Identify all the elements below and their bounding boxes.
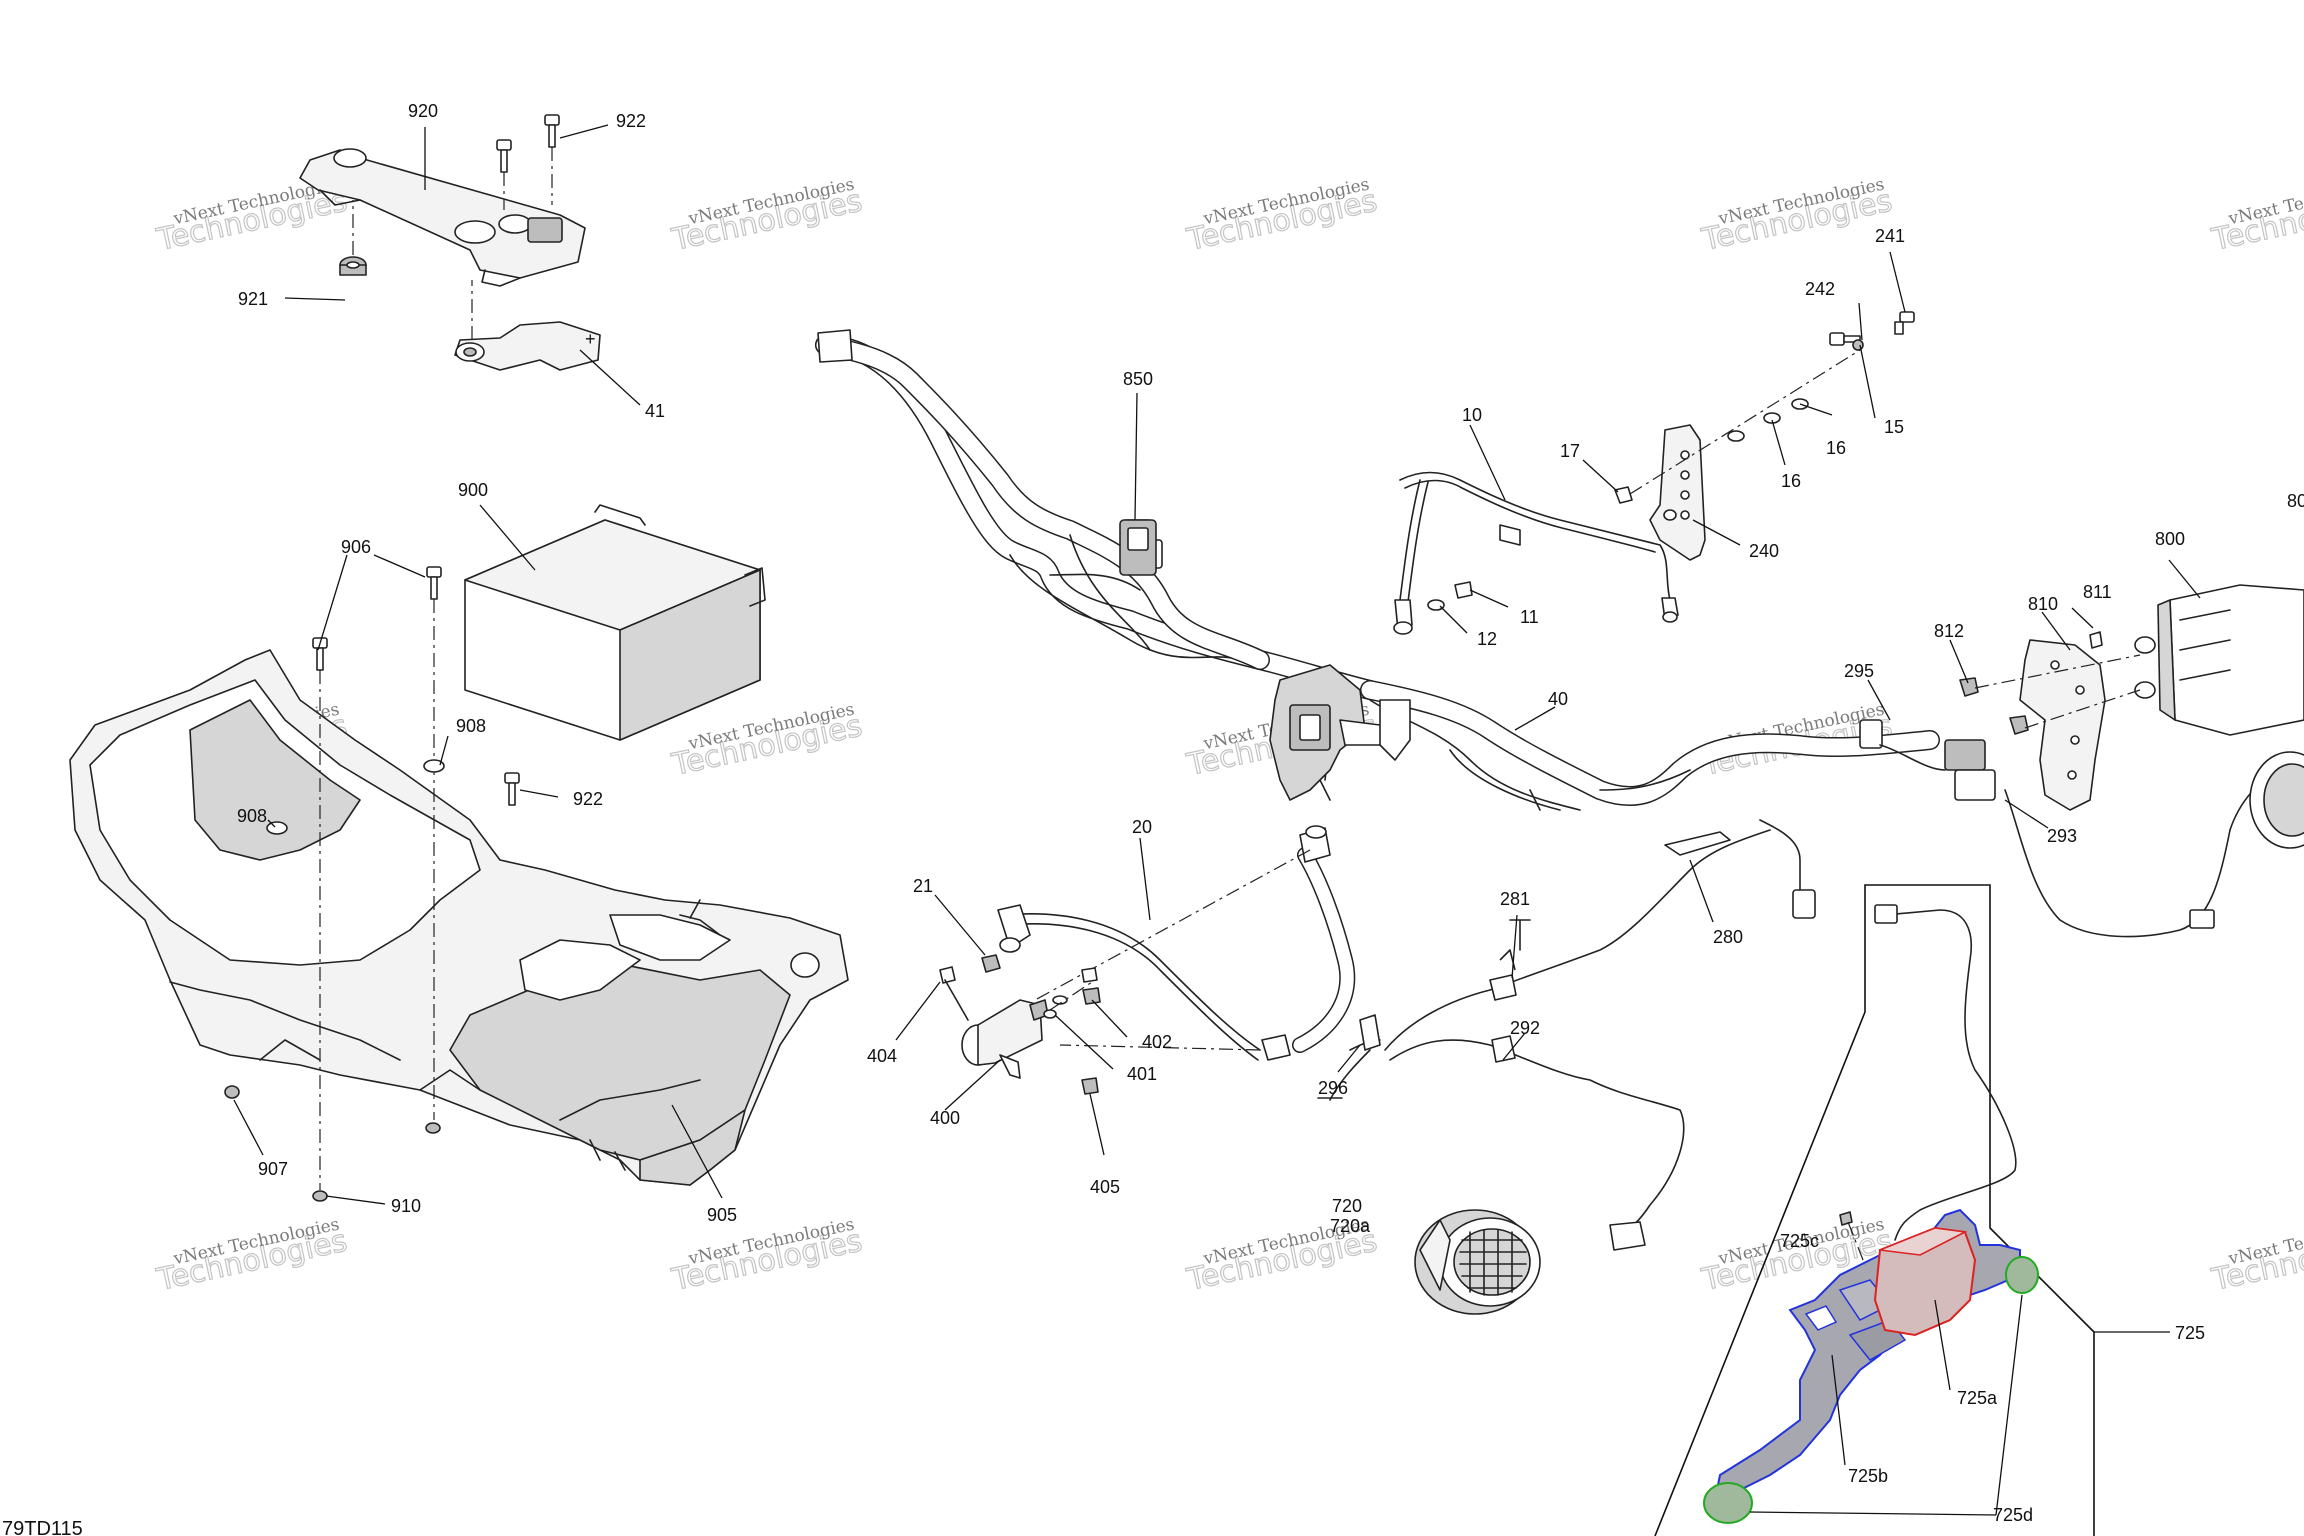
callout-295: 295 — [1844, 661, 1874, 681]
ground-fasteners — [1427, 311, 1915, 611]
watermark: Technologies vNext Technologies — [1183, 175, 1381, 259]
tray-fastener — [426, 566, 442, 1120]
callout-725c: 725c — [1780, 1231, 1819, 1251]
battery-holddown-bracket — [299, 148, 586, 287]
pad-725d-upper — [2005, 1256, 2039, 1294]
bracket-nut — [339, 200, 367, 276]
callout-10: 10 — [1462, 405, 1482, 425]
callout-812: 812 — [1934, 621, 1964, 641]
callout-922: 922 — [616, 111, 646, 131]
callout-292: 292 — [1510, 1018, 1540, 1038]
module-bracket-810 — [1959, 631, 2141, 811]
callout-910: 910 — [391, 1196, 421, 1216]
figure-code: 79TD115 — [2, 1518, 83, 1536]
detail-cover-725a — [1873, 1226, 1977, 1337]
battery — [464, 504, 766, 741]
rear-harness-850 — [815, 329, 1270, 670]
callout-400: 400 — [930, 1108, 960, 1128]
callout-402: 402 — [1142, 1032, 1172, 1052]
pad-725d-lower — [1703, 1482, 1753, 1524]
watermark: Technologies vNext Technologies — [668, 175, 866, 259]
callout-16-right: 16 — [1826, 438, 1846, 458]
relay-hardware — [1043, 967, 1101, 1095]
battery-tray — [69, 649, 849, 1186]
callout-404: 404 — [867, 1046, 897, 1066]
bracket-bolt — [496, 139, 512, 210]
callout-240: 240 — [1749, 541, 1779, 561]
callout-12: 12 — [1477, 629, 1497, 649]
callout-15: 15 — [1884, 417, 1904, 437]
positive-cable-20 — [997, 825, 1356, 1061]
callout-907: 907 — [258, 1159, 288, 1179]
callout-811: 811 — [2083, 582, 2112, 602]
callout-16-left: 16 — [1781, 471, 1801, 491]
callout-906: 906 — [341, 537, 371, 557]
callout-401: 401 — [1127, 1064, 1157, 1084]
callout-21: 21 — [913, 876, 933, 896]
detail-frame-725 — [1654, 884, 2170, 1536]
callout-293: 293 — [2047, 826, 2077, 846]
callout-725a: 725a — [1957, 1388, 1998, 1408]
callout-281: 281 — [1500, 889, 1530, 909]
control-module-800 — [2134, 584, 2304, 736]
callout-725b: 725b — [1848, 1466, 1888, 1486]
callout-720a: 720a — [1330, 1216, 1371, 1236]
watermark: Technologies vNext Technologies — [668, 1215, 866, 1299]
positive-terminal-cover: + — [454, 280, 601, 371]
detail-wire-725 — [1874, 904, 2017, 1241]
svg-text:+: + — [585, 329, 596, 349]
callout-20: 20 — [1132, 817, 1152, 837]
callout-800: 800 — [2155, 529, 2185, 549]
callout-920: 920 — [408, 101, 438, 121]
callout-296: 296 — [1318, 1078, 1348, 1098]
callout-405: 405 — [1090, 1177, 1120, 1197]
callout-908-upper: 908 — [456, 716, 486, 736]
callout-41: 41 — [645, 401, 665, 421]
detail-screw-725c — [1839, 1211, 1866, 1266]
leader-lines — [233, 124, 2201, 1516]
callout-810: 810 — [2028, 594, 2058, 614]
watermark: Technologies vNext Technologies — [153, 1215, 351, 1299]
callout-17: 17 — [1560, 441, 1580, 461]
callout-241: 241 — [1875, 226, 1905, 246]
callout-720: 720 — [1332, 1196, 1362, 1216]
callout-725: 725 — [2175, 1323, 2205, 1343]
callout-900: 900 — [458, 480, 488, 500]
light-housing-right — [2249, 751, 2304, 849]
callout-labels: 920 922 921 41 900 906 908 908 922 907 9… — [237, 101, 2304, 1525]
callout-280: 280 — [1713, 927, 1743, 947]
bracket-bolt — [544, 114, 560, 205]
callout-11: 11 — [1520, 607, 1539, 627]
watermark: Technologies vNext Technologies — [2208, 1215, 2304, 1299]
tray-washer — [224, 759, 445, 1202]
watermark: Technologies vNext Technologies — [668, 700, 866, 784]
callout-850: 850 — [1123, 369, 1153, 389]
light-housing-720 — [1414, 1209, 1541, 1315]
callout-921: 921 — [238, 289, 268, 309]
cable-nut-21 — [981, 954, 1001, 973]
callout-725d: 725d — [1993, 1505, 2033, 1525]
callout-922-lower: 922 — [573, 789, 603, 809]
light-harness-280 — [1317, 829, 1771, 1251]
watermark: Technologies vNext Technologies — [2208, 175, 2304, 259]
watermark: Technologies vNext Technologies — [1698, 175, 1896, 259]
callout-908-lower: 908 — [237, 806, 267, 826]
ground-bracket-240 — [1649, 424, 1706, 561]
starter-relay-400 — [939, 966, 1049, 1079]
tray-fastener — [504, 772, 520, 806]
callout-80-partial: 80 — [2287, 491, 2304, 511]
ground-cable-10 — [1393, 471, 1679, 635]
callout-242: 242 — [1805, 279, 1835, 299]
callout-905: 905 — [707, 1205, 737, 1225]
callout-40: 40 — [1548, 689, 1568, 709]
detail-pads-725d — [1703, 1256, 2039, 1524]
